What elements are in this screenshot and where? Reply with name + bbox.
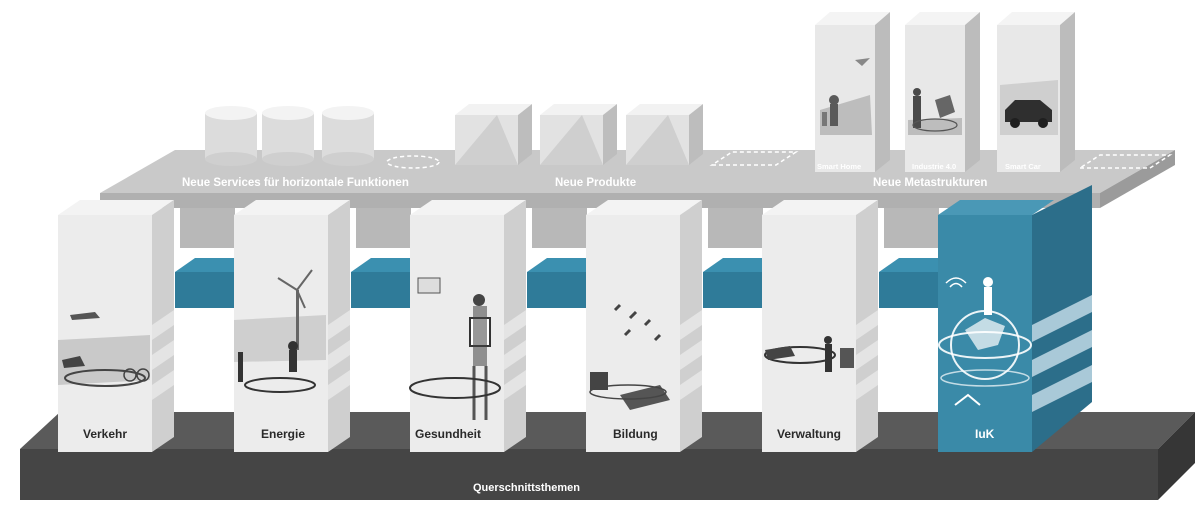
column-energie [234, 200, 350, 452]
shelf-label-services: Neue Services für horizontale Funktionen [182, 177, 409, 189]
prism-2 [540, 104, 617, 165]
placeholder-slot-products [709, 151, 799, 166]
cylinder-3 [322, 106, 374, 166]
service-cylinders [205, 106, 440, 169]
meta-pillars [815, 12, 1173, 172]
column-label: Bildung [613, 427, 658, 441]
connector-3 [527, 258, 587, 308]
column-bildung [586, 200, 702, 452]
column-iuk [938, 185, 1092, 452]
connector-4 [703, 258, 763, 308]
column-label: Energie [261, 427, 306, 441]
product-prisms [455, 104, 799, 166]
cylinder-1 [205, 106, 257, 166]
placeholder-slot-meta [1077, 154, 1173, 169]
meta-pillar-industrie [905, 12, 980, 172]
column-verwaltung [762, 200, 878, 452]
connector-1 [175, 258, 235, 308]
meta-pillar-smart-car [997, 12, 1075, 172]
shelf-label-products: Neue Produkte [555, 177, 637, 189]
column-label: Verwaltung [777, 427, 842, 441]
column-label: Verkehr [83, 427, 128, 441]
meta-pillar-label: Smart Home [817, 162, 862, 171]
cylinder-2 [262, 106, 314, 166]
column-label: Gesundheit [415, 427, 482, 441]
shelf-label-meta: Neue Metastrukturen [873, 177, 988, 189]
connectors [175, 258, 939, 308]
column-gesundheit [409, 200, 526, 452]
column-label: IuK [975, 427, 995, 441]
meta-pillar-smart-home [815, 12, 890, 172]
meta-pillar-label: Smart Car [1005, 162, 1041, 171]
base-label: Querschnittsthemen [473, 482, 580, 494]
meta-pillar-label: Industrie 4.0 [912, 162, 957, 171]
placeholder-slot-services [386, 155, 440, 169]
prism-1 [455, 104, 532, 165]
connector-5 [879, 258, 939, 308]
prism-3 [626, 104, 703, 165]
connector-2 [351, 258, 411, 308]
column-verkehr [58, 200, 174, 452]
